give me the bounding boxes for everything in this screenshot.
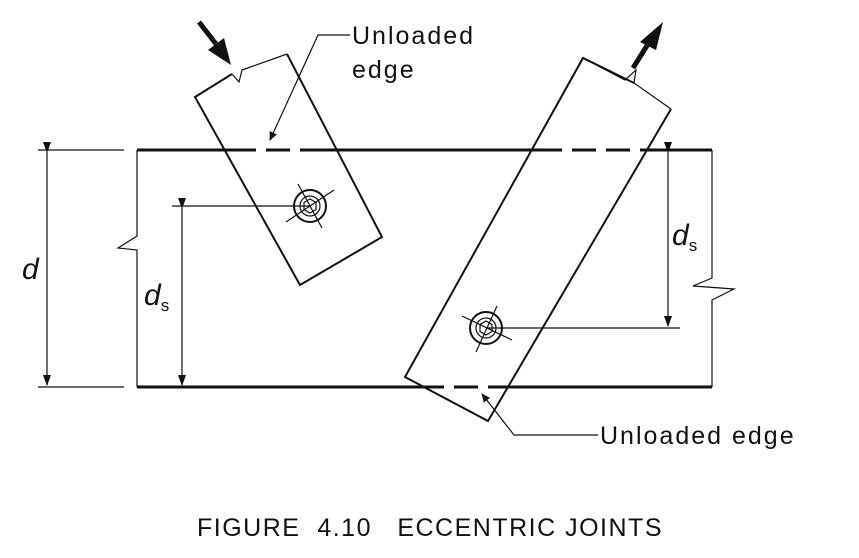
dimension-ds-right-label: ds — [672, 219, 697, 255]
main-member — [116, 148, 737, 389]
right-fastener — [461, 305, 513, 353]
unloaded-edge-bottom-label: Unloaded edge — [600, 422, 796, 450]
dimension-d: d — [22, 142, 124, 388]
right-load-arrow — [630, 22, 663, 70]
member-left-break — [116, 150, 138, 387]
right-plate-break — [582, 57, 672, 110]
dimension-ds-right: ds — [486, 142, 697, 329]
dimension-ds-left-label: ds — [144, 279, 169, 315]
figure-caption: FIGURE 4.10 ECCENTRIC JOINTS — [197, 514, 663, 542]
left-load-arrow — [197, 20, 231, 65]
right-plate-outline — [403, 56, 672, 423]
unloaded-edge-top-label-line2: edge — [352, 56, 416, 84]
left-plate-break — [231, 53, 288, 84]
dimension-d-label: d — [22, 253, 40, 286]
dimension-ds-left: ds — [144, 198, 310, 386]
right-plate — [403, 22, 672, 423]
leader-unloaded-edge-top: Unloaded edge — [269, 22, 475, 141]
leader-unloaded-edge-bottom: Unloaded edge — [481, 393, 796, 450]
unloaded-edge-top-label-line1: Unloaded — [352, 22, 475, 50]
left-plate-outline — [193, 53, 384, 287]
member-right-break — [692, 150, 737, 387]
